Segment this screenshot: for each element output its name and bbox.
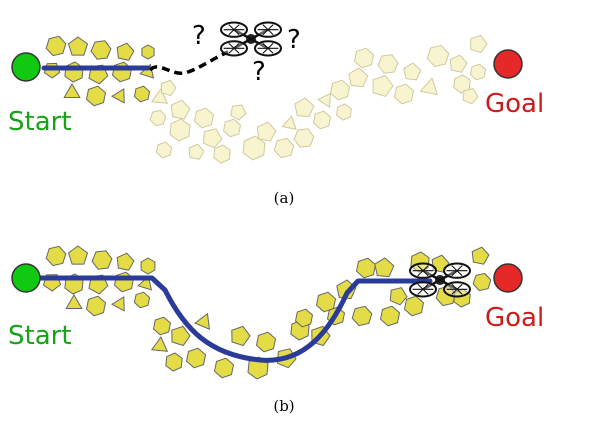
- obstacle-shape: [351, 305, 373, 327]
- obstacle-shape: [150, 336, 169, 352]
- obstacle-shape: [453, 74, 471, 94]
- start-node-b: [11, 263, 41, 293]
- obstacle-shape: [67, 245, 89, 265]
- obstacle-shape: [348, 67, 369, 88]
- obstacle-shape: [194, 312, 211, 331]
- known-obstacles-a: [43, 35, 155, 107]
- obstacle-shape: [45, 245, 67, 267]
- obstacle-shape: [213, 144, 231, 164]
- start-label-b: Start: [8, 321, 72, 351]
- question-mark: ?: [287, 25, 301, 55]
- obstacle-shape: [133, 85, 151, 103]
- uncertain-path-a: [148, 50, 229, 75]
- obstacle-shape: [293, 128, 315, 148]
- obstacle-shape: [410, 251, 430, 273]
- unknown-obstacles-a: [149, 34, 488, 164]
- obstacle-shape: [403, 62, 422, 81]
- obstacle-shape: [419, 77, 439, 96]
- obstacle-shape: [256, 121, 277, 142]
- obstacle-shape: [111, 61, 133, 83]
- obstacle-shape: [353, 47, 375, 69]
- obstacle-shape: [426, 44, 450, 68]
- obstacle-shape: [213, 357, 235, 379]
- quadrotor-drone-icon: [409, 262, 471, 298]
- obstacle-shape: [91, 250, 113, 270]
- quadrotor-drone-icon: [220, 21, 282, 57]
- start-node-a: [11, 52, 41, 82]
- obstacle-shape: [231, 325, 251, 347]
- obstacle-shape: [113, 271, 135, 293]
- question-mark: ?: [252, 57, 266, 87]
- obstacle-shape: [85, 295, 107, 317]
- obstacle-shape: [449, 54, 468, 73]
- obstacle-shape: [152, 316, 172, 336]
- obstacle-shape: [230, 104, 247, 121]
- obstacle-shape: [273, 137, 295, 159]
- obstacle-shape: [316, 92, 332, 109]
- obstacle-shape: [141, 44, 155, 60]
- obstacle-shape: [140, 257, 156, 275]
- obstacle-shape: [133, 291, 151, 309]
- obstacle-shape: [90, 40, 112, 60]
- obstacle-shape: [462, 88, 479, 105]
- panel-a: Start Goal ? ? ? (a): [8, 21, 544, 207]
- obstacle-shape: [85, 85, 107, 107]
- obstacle-shape: [110, 296, 125, 312]
- obstacle-shape: [110, 88, 125, 104]
- obstacle-shape: [393, 83, 415, 105]
- obstacle-shape: [470, 34, 488, 54]
- obstacle-shape: [171, 325, 191, 347]
- obstacle-shape: [149, 109, 167, 127]
- caption-b: (b): [273, 397, 294, 415]
- start-label-a: Start: [8, 107, 72, 137]
- obstacle-shape: [65, 294, 83, 309]
- obstacle-shape: [150, 88, 169, 104]
- goal-label-a: Goal: [485, 89, 544, 119]
- goal-label-b: Goal: [485, 303, 544, 333]
- obstacle-shape: [67, 36, 89, 56]
- obstacle-shape: [165, 352, 183, 372]
- obstacle-shape: [403, 295, 425, 317]
- obstacle-shape: [379, 305, 401, 327]
- panel-b: Start Goal (b): [8, 245, 544, 415]
- obstacles-b: [42, 245, 492, 380]
- obstacle-shape: [64, 61, 84, 83]
- obstacle-shape: [160, 79, 177, 97]
- obstacle-shape: [472, 272, 492, 292]
- obstacle-shape: [116, 42, 135, 61]
- obstacle-shape: [281, 115, 297, 130]
- obstacle-shape: [222, 118, 242, 138]
- obstacle-shape: [312, 110, 332, 130]
- obstacle-shape: [45, 35, 67, 57]
- obstacle-shape: [255, 331, 277, 353]
- obstacle-shape: [294, 308, 314, 328]
- obstacle-shape: [116, 252, 135, 271]
- obstacle-shape: [355, 257, 377, 279]
- obstacle-shape: [336, 103, 352, 121]
- obstacle-shape: [202, 128, 223, 149]
- goal-node-b: [493, 263, 523, 293]
- obstacle-shape: [315, 291, 337, 313]
- obstacle-shape: [469, 63, 487, 81]
- question-mark: ?: [192, 21, 206, 51]
- obstacle-shape: [155, 141, 173, 159]
- obstacle-shape: [374, 257, 395, 278]
- obstacle-shape: [242, 135, 266, 161]
- obstacle-shape: [294, 97, 315, 118]
- obstacle-shape: [372, 74, 394, 97]
- obstacle-shape: [63, 83, 81, 98]
- planned-path-b: [27, 275, 433, 363]
- obstacle-shape: [188, 143, 205, 160]
- obstacle-shape: [389, 287, 408, 306]
- obstacle-shape: [329, 79, 351, 101]
- goal-node-a: [493, 49, 523, 79]
- obstacle-shape: [471, 246, 490, 265]
- obstacle-shape: [185, 347, 207, 369]
- obstacle-shape: [169, 118, 191, 142]
- caption-a: (a): [274, 189, 295, 207]
- obstacle-shape: [377, 54, 399, 74]
- obstacle-shape: [193, 107, 215, 129]
- obstacle-shape: [170, 99, 191, 120]
